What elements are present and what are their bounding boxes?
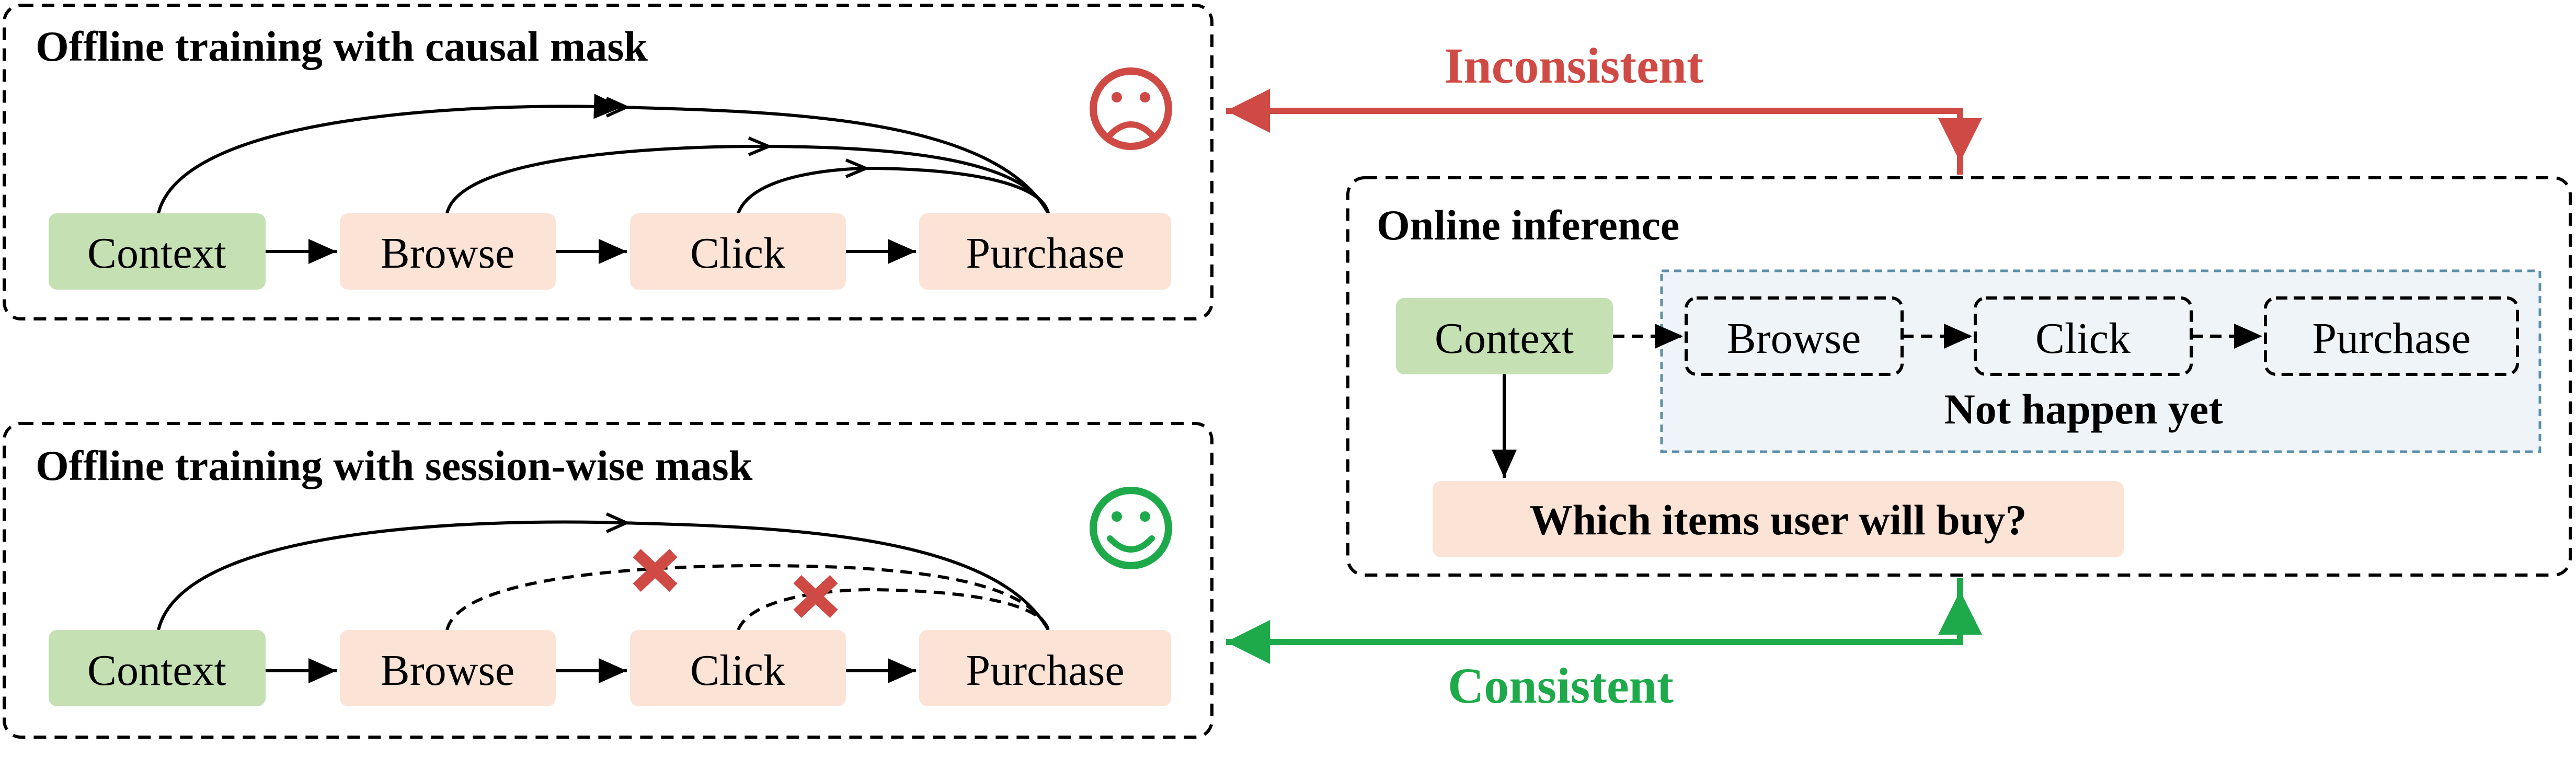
session-node-context <box>49 630 266 706</box>
online-question-label: Which items user will buy? <box>1530 496 2027 544</box>
causal-node-browse-label: Browse <box>381 229 515 278</box>
arc-arrowhead-2 <box>748 136 773 156</box>
causal-node-context-label: Context <box>87 229 226 278</box>
causal-node-purchase <box>919 213 1171 290</box>
session-node-context-label: Context <box>87 646 226 695</box>
session-mask-panel: Offline training with session-wise mask … <box>3 422 1213 739</box>
session-arc-context-to-purchase <box>157 520 1050 631</box>
mask-cross-icon <box>793 575 838 618</box>
causal-node-context <box>49 213 266 290</box>
causal-node-click-label: Click <box>690 229 785 278</box>
session-panel-border <box>3 422 1213 739</box>
online-panel-border <box>1346 176 2572 577</box>
consistent-connector: Consistent <box>1226 578 1982 714</box>
session-panel-title: Offline training with session-wise mask <box>36 442 753 489</box>
online-node-purchase-label: Purchase <box>2312 314 2470 363</box>
sad-face-icon <box>1090 67 1172 150</box>
session-node-browse <box>340 630 556 706</box>
future-events-region <box>1660 269 2541 453</box>
online-inference-panel: Online inference Context Browse Click Pu… <box>1346 176 2572 577</box>
causal-panel-title: Offline training with causal mask <box>36 22 648 70</box>
session-node-purchase-label: Purchase <box>966 646 1124 695</box>
arc-arrowhead-3 <box>845 158 870 178</box>
consistent-label: Consistent <box>1448 658 1674 714</box>
future-region-label: Not happen yet <box>1944 385 2223 433</box>
mask-cross-icon <box>633 548 678 592</box>
session-node-click-label: Click <box>690 646 785 695</box>
online-node-context <box>1396 298 1613 374</box>
online-node-browse-label: Browse <box>1727 314 1861 363</box>
arc-click-to-purchase <box>737 166 1050 214</box>
causal-mask-panel: Offline training with causal mask Contex… <box>3 4 1213 320</box>
inconsistent-connector: Inconsistent <box>1226 38 1982 175</box>
session-arc-browse-to-purchase-masked <box>445 564 1050 631</box>
online-panel-title: Online inference <box>1377 201 1679 249</box>
arc-context-to-purchase <box>157 94 1050 214</box>
session-node-browse-label: Browse <box>381 646 515 695</box>
online-question-box <box>1433 481 2124 557</box>
arc-browse-to-purchase <box>445 144 1050 214</box>
happy-face-icon <box>1090 487 1172 569</box>
causal-node-browse <box>340 213 556 290</box>
arc-arrowhead-1 <box>605 97 631 118</box>
session-node-click <box>630 630 846 706</box>
causal-panel-border <box>3 4 1213 320</box>
inconsistent-label: Inconsistent <box>1444 38 1703 94</box>
session-arc-click-to-purchase-masked <box>737 588 1050 631</box>
online-node-click-label: Click <box>2035 314 2131 363</box>
online-node-context-label: Context <box>1435 314 1574 363</box>
online-node-purchase <box>2264 296 2519 376</box>
causal-node-purchase-label: Purchase <box>966 229 1124 278</box>
session-node-purchase <box>919 630 1171 706</box>
session-arc-arrowhead <box>605 512 631 533</box>
causal-node-click <box>630 213 846 290</box>
